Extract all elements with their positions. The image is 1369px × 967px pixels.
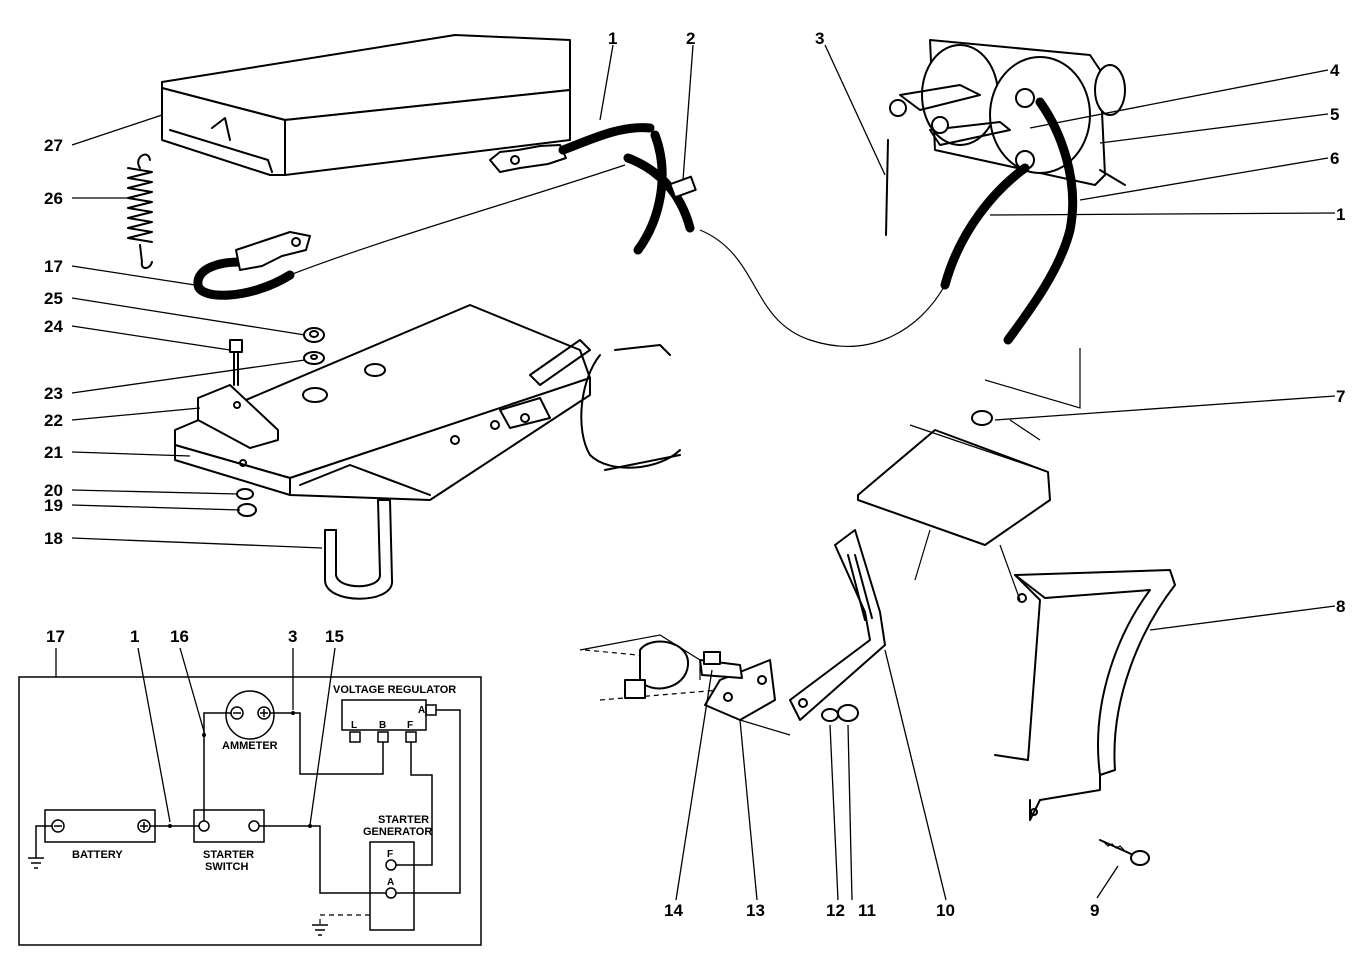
mounting-strap <box>580 344 681 471</box>
starter-switch-label-2: SWITCH <box>205 861 248 873</box>
label-8: 8 <box>1336 597 1345 616</box>
voltage-regulator-label: VOLTAGE REGULATOR <box>333 684 456 696</box>
wiring-diagram-frame <box>18 676 482 946</box>
wiring-label-15: 15 <box>325 627 344 646</box>
wiring-label-16: 16 <box>170 627 189 646</box>
wiring-label-17: 17 <box>46 627 65 646</box>
gen-term-a: A <box>387 877 394 888</box>
wiring-label-1: 1 <box>130 627 139 646</box>
label-22: 22 <box>44 411 63 430</box>
label-9: 9 <box>1090 901 1099 920</box>
label-6: 6 <box>1330 149 1339 168</box>
reg-term-b: B <box>379 720 386 731</box>
reg-term-f: F <box>407 720 413 731</box>
wiring-label-3: 3 <box>288 627 297 646</box>
u-bolt-hardware <box>236 488 394 600</box>
mounting-bracket-8 <box>994 569 1176 821</box>
frame-bracket-7 <box>857 348 1081 601</box>
ground-cable-17 <box>193 164 626 300</box>
gen-term-f: F <box>387 849 393 860</box>
label-17: 17 <box>44 257 63 276</box>
label-2: 2 <box>686 29 695 48</box>
label-4: 4 <box>1330 61 1340 80</box>
label-25: 25 <box>44 289 63 308</box>
part-labels: 1 2 3 4 5 6 1 7 8 9 10 11 12 13 14 27 26… <box>44 29 1345 920</box>
reg-term-l: L <box>351 720 357 731</box>
hold-down-spring <box>127 153 153 269</box>
label-11: 11 <box>858 901 876 920</box>
ammeter-label: AMMETER <box>222 740 278 752</box>
label-13: 13 <box>746 901 765 920</box>
label-1-right: 1 <box>1336 205 1345 224</box>
label-1-top: 1 <box>608 29 617 48</box>
reg-term-a: A <box>418 705 425 716</box>
label-24: 24 <box>44 317 63 336</box>
label-5: 5 <box>1330 105 1339 124</box>
battery-cover <box>161 34 571 176</box>
generator-bracket <box>579 529 886 736</box>
label-10: 10 <box>936 901 955 920</box>
leader-lines <box>71 44 1336 901</box>
label-23: 23 <box>44 384 63 403</box>
starter-generator-box <box>369 841 415 931</box>
label-21: 21 <box>44 443 63 462</box>
bolt-nut-washer <box>229 327 325 386</box>
starter-generator-label-1: STARTER <box>378 814 429 826</box>
label-12: 12 <box>826 901 845 920</box>
screw-9 <box>1099 839 1150 866</box>
ammeter-symbol <box>225 690 275 740</box>
label-19: 19 <box>44 496 63 515</box>
label-14: 14 <box>664 901 683 920</box>
wiring-diagram: 17 1 16 3 15 AMMETER VOLTAGE REGULATOR L… <box>18 627 482 946</box>
battery-cable-1 <box>489 123 946 347</box>
label-18: 18 <box>44 529 63 548</box>
battery-label: BATTERY <box>72 849 123 861</box>
label-7: 7 <box>1336 387 1345 406</box>
label-3: 3 <box>815 29 824 48</box>
battery-tray <box>174 304 591 501</box>
starter-switch-label-1: STARTER <box>203 849 254 861</box>
starter-generator-label-2: GENERATOR <box>363 826 432 838</box>
label-27: 27 <box>44 136 63 155</box>
starter-solenoid-assembly <box>885 39 1126 345</box>
label-20: 20 <box>44 481 63 500</box>
label-26: 26 <box>44 189 63 208</box>
